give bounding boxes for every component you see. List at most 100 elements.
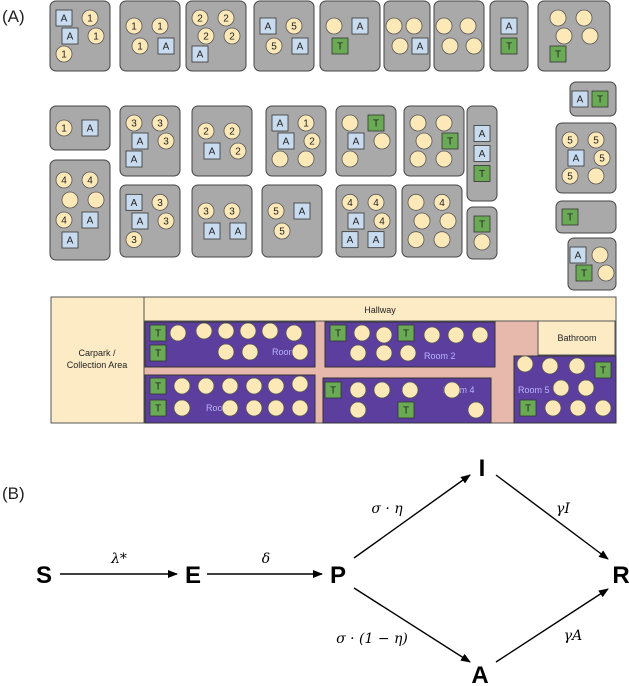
- svg-text:A: A: [479, 129, 486, 140]
- svg-text:5: 5: [599, 154, 605, 165]
- rate-gamma-i: γI: [556, 501, 570, 517]
- member-groups-row1-1-3: A: [61, 27, 79, 45]
- svg-text:A: A: [575, 251, 582, 262]
- arrow-i-r: [495, 474, 609, 560]
- member-groups-row1-5-2: A: [351, 17, 369, 35]
- member-groups-row1-4-4: A: [291, 37, 309, 55]
- svg-text:A: A: [137, 217, 144, 228]
- svg-text:A: A: [209, 147, 216, 158]
- svg-text:5: 5: [279, 227, 285, 238]
- room-occupant-50: [594, 399, 612, 417]
- svg-text:A: A: [283, 137, 290, 148]
- member-groups-row1-1-2: 1: [81, 9, 99, 27]
- group-groups-row3-6: 4: [401, 184, 463, 258]
- member-groups-row3-6-3: [413, 212, 431, 230]
- svg-text:4: 4: [439, 198, 445, 209]
- member-groups-row1-3-1: 2: [191, 9, 209, 27]
- member-groups-row2-7-2: A: [473, 145, 491, 162]
- room-occupant-20: [375, 344, 393, 362]
- member-groups-row1-2-1: 1: [125, 17, 143, 35]
- room-occupant-2: [169, 324, 187, 342]
- svg-text:T: T: [506, 42, 512, 53]
- room-occupant-51: [552, 379, 570, 397]
- svg-text:A: A: [67, 32, 74, 43]
- svg-text:A: A: [506, 22, 513, 33]
- room-occupant-10: [241, 343, 259, 361]
- member-groups-row2-11-1: A: [569, 246, 587, 264]
- svg-text:A: A: [299, 207, 306, 218]
- room-occupant-14: [375, 326, 393, 344]
- room-5-label: Room 5: [518, 385, 550, 395]
- svg-text:3: 3: [163, 217, 169, 228]
- room-occupant-30: T: [149, 399, 167, 417]
- member-groups-row3-5-3: A: [347, 212, 365, 230]
- svg-text:T: T: [567, 213, 573, 224]
- svg-text:5: 5: [271, 42, 277, 53]
- member-groups-row2-9-4: 5: [593, 149, 611, 167]
- carpark-area: [50, 296, 145, 424]
- room-occupant-11: [291, 343, 309, 361]
- arrow-p-i: [353, 474, 471, 559]
- room-occupant-17: [447, 326, 465, 344]
- member-groups-row3-1-5: 4: [55, 211, 73, 229]
- member-groups-row2-5-1: [341, 114, 359, 132]
- member-groups-row2-4-4: 2: [303, 132, 321, 150]
- member-groups-row1-3-4: 2: [223, 27, 241, 45]
- member-groups-row2-6-3: [415, 132, 433, 150]
- svg-text:A: A: [87, 124, 94, 135]
- school-floorplan: Hallway Carpark / Collection Area Bathro…: [50, 296, 617, 424]
- svg-text:3: 3: [131, 119, 137, 130]
- carpark-label-line2: Collection Area: [67, 360, 128, 370]
- svg-text:T: T: [337, 42, 343, 53]
- member-groups-row2-5-3: A: [347, 132, 365, 150]
- member-groups-row2-6-1: [409, 114, 427, 132]
- svg-text:A: A: [357, 22, 364, 33]
- node-i: I: [479, 455, 486, 482]
- member-groups-row1-2-4: A: [157, 37, 175, 55]
- svg-text:5: 5: [567, 172, 573, 183]
- room-occupant-47: T: [519, 399, 537, 417]
- member-groups-row3-2-3: A: [131, 212, 149, 230]
- member-groups-row1-6-2: [405, 17, 423, 35]
- member-groups-row2-10-1: T: [561, 208, 579, 226]
- svg-text:1: 1: [137, 42, 143, 53]
- member-groups-row2-2-4: 3: [157, 132, 175, 150]
- room-occupant-12: T: [329, 324, 347, 342]
- svg-text:T: T: [155, 349, 161, 360]
- member-groups-row3-5-1: 4: [341, 193, 359, 211]
- group-groups-row1-6: A: [383, 0, 431, 72]
- group-groups-row1-5: AT: [319, 0, 381, 72]
- member-groups-row2-5-5: [341, 150, 359, 168]
- member-groups-row3-2-1: A: [125, 193, 143, 211]
- panel-a-label: (A): [2, 7, 25, 26]
- room-occupant-48: [544, 399, 562, 417]
- member-groups-row1-9-4: [581, 27, 599, 45]
- compartment-diagram: S E P I A R λ* δ σ · η σ · (1 − η) γI γA: [36, 455, 629, 686]
- member-groups-row2-1-1: 1: [55, 119, 73, 137]
- member-groups-row1-2-2: 1: [151, 17, 169, 35]
- member-groups-row2-6-2: [435, 114, 453, 132]
- rate-sigma-eta: σ · η: [371, 501, 403, 517]
- svg-text:A: A: [347, 235, 354, 246]
- member-groups-row2-4-6: [297, 150, 315, 168]
- member-groups-row3-5-4: 4: [373, 212, 391, 230]
- member-groups-row2-4-2: 1: [297, 114, 315, 132]
- rate-sigma-one-minus-eta: σ · (1 − η): [336, 631, 408, 647]
- arrow-a-r: [495, 588, 609, 663]
- member-groups-row2-2-2: 3: [151, 114, 169, 132]
- svg-text:A: A: [209, 227, 216, 238]
- member-groups-row1-1-5: 1: [55, 45, 73, 63]
- svg-text:T: T: [403, 329, 409, 340]
- room-occupant-45: [568, 357, 586, 375]
- svg-text:4: 4: [61, 216, 67, 227]
- member-groups-row1-4-1: A: [259, 17, 277, 35]
- room-occupant-18: [471, 326, 489, 344]
- room-occupant-46: T: [594, 361, 612, 379]
- svg-text:A: A: [573, 154, 580, 165]
